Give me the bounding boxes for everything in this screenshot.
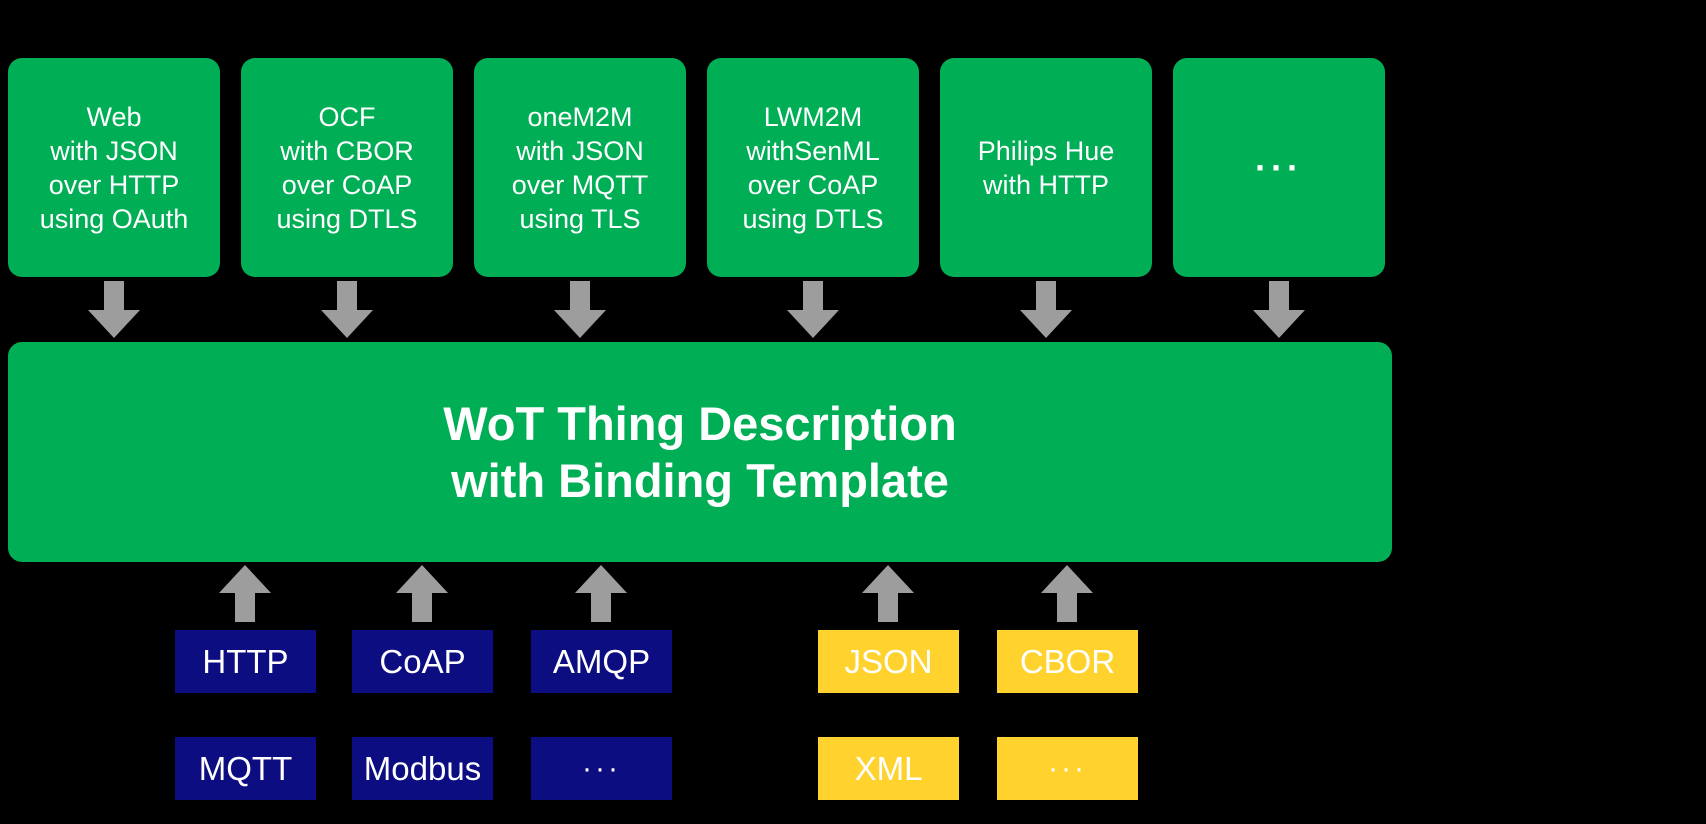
format-chip-xml: XML (818, 737, 959, 800)
format-chip-json: JSON (818, 630, 959, 693)
protocol-box-line: LWM2M (763, 101, 863, 132)
protocol-box-line: using OAuth (39, 203, 189, 234)
protocol-chip-modbus: Modbus (352, 737, 493, 800)
ellipsis-label: ··· (582, 751, 621, 785)
protocol-box-line: Philips Hue (977, 135, 1115, 166)
protocol-chip-more: ··· (531, 737, 672, 800)
down-arrow-icon (1020, 281, 1072, 338)
down-arrow-icon (321, 281, 373, 338)
protocol-box-philips-hue: Philips Hue with HTTP (940, 58, 1152, 277)
chip-label: CBOR (1019, 642, 1116, 680)
down-arrow-icon (787, 281, 839, 338)
chip-label: HTTP (202, 642, 289, 680)
protocol-chip-http: HTTP (175, 630, 316, 693)
center-box-title-line: WoT Thing Description (443, 397, 957, 450)
protocol-box-more: ··· (1173, 58, 1385, 277)
protocol-box-line: with JSON (516, 135, 644, 166)
wot-thing-description-box: WoT Thing Description with Binding Templ… (8, 342, 1392, 562)
protocol-box-line: using DTLS (742, 203, 884, 234)
protocol-box-line: over HTTP (48, 169, 180, 200)
protocol-box-line: Web (86, 101, 142, 132)
format-chip-more: ··· (997, 737, 1138, 800)
format-chip-cbor: CBOR (997, 630, 1138, 693)
protocol-box-line: over CoAP (747, 169, 879, 200)
up-arrow-icon (396, 565, 448, 622)
down-arrow-icon (1253, 281, 1305, 338)
down-arrow-icon (88, 281, 140, 338)
protocol-box-line: with JSON (50, 135, 178, 166)
up-arrow-icon (1041, 565, 1093, 622)
up-arrow-icon (219, 565, 271, 622)
protocol-box-line: oneM2M (527, 101, 633, 132)
protocol-box-line: over MQTT (511, 169, 649, 200)
protocol-chip-mqtt: MQTT (175, 737, 316, 800)
protocol-box-line: with HTTP (982, 169, 1109, 200)
protocol-box-line: over CoAP (281, 169, 413, 200)
protocol-box-line: using TLS (519, 203, 641, 234)
down-arrow-icon (554, 281, 606, 338)
chip-label: AMQP (552, 642, 651, 680)
protocol-box-web: Web with JSON over HTTP using OAuth (8, 58, 220, 277)
up-arrow-icon (862, 565, 914, 622)
chip-label: CoAP (379, 642, 466, 680)
ellipsis-label: ··· (1048, 751, 1087, 785)
protocol-box-line: using DTLS (276, 203, 418, 234)
protocol-chip-coap: CoAP (352, 630, 493, 693)
protocol-chip-amqp: AMQP (531, 630, 672, 693)
protocol-box-line: with CBOR (280, 135, 414, 166)
chip-label: MQTT (198, 749, 293, 787)
chip-label: JSON (844, 642, 933, 680)
chip-label: Modbus (363, 749, 482, 787)
ellipsis-label: ··· (1255, 146, 1303, 188)
up-arrow-icon (575, 565, 627, 622)
protocol-box-line: withSenML (746, 135, 880, 166)
protocol-box-onem2m: oneM2M with JSON over MQTT using TLS (474, 58, 686, 277)
chip-label: XML (854, 749, 923, 787)
protocol-box-lwm2m: LWM2M withSenML over CoAP using DTLS (707, 58, 919, 277)
protocol-box-line: OCF (318, 101, 376, 132)
protocol-box-ocf: OCF with CBOR over CoAP using DTLS (241, 58, 453, 277)
center-box-title-line: with Binding Template (451, 454, 949, 507)
